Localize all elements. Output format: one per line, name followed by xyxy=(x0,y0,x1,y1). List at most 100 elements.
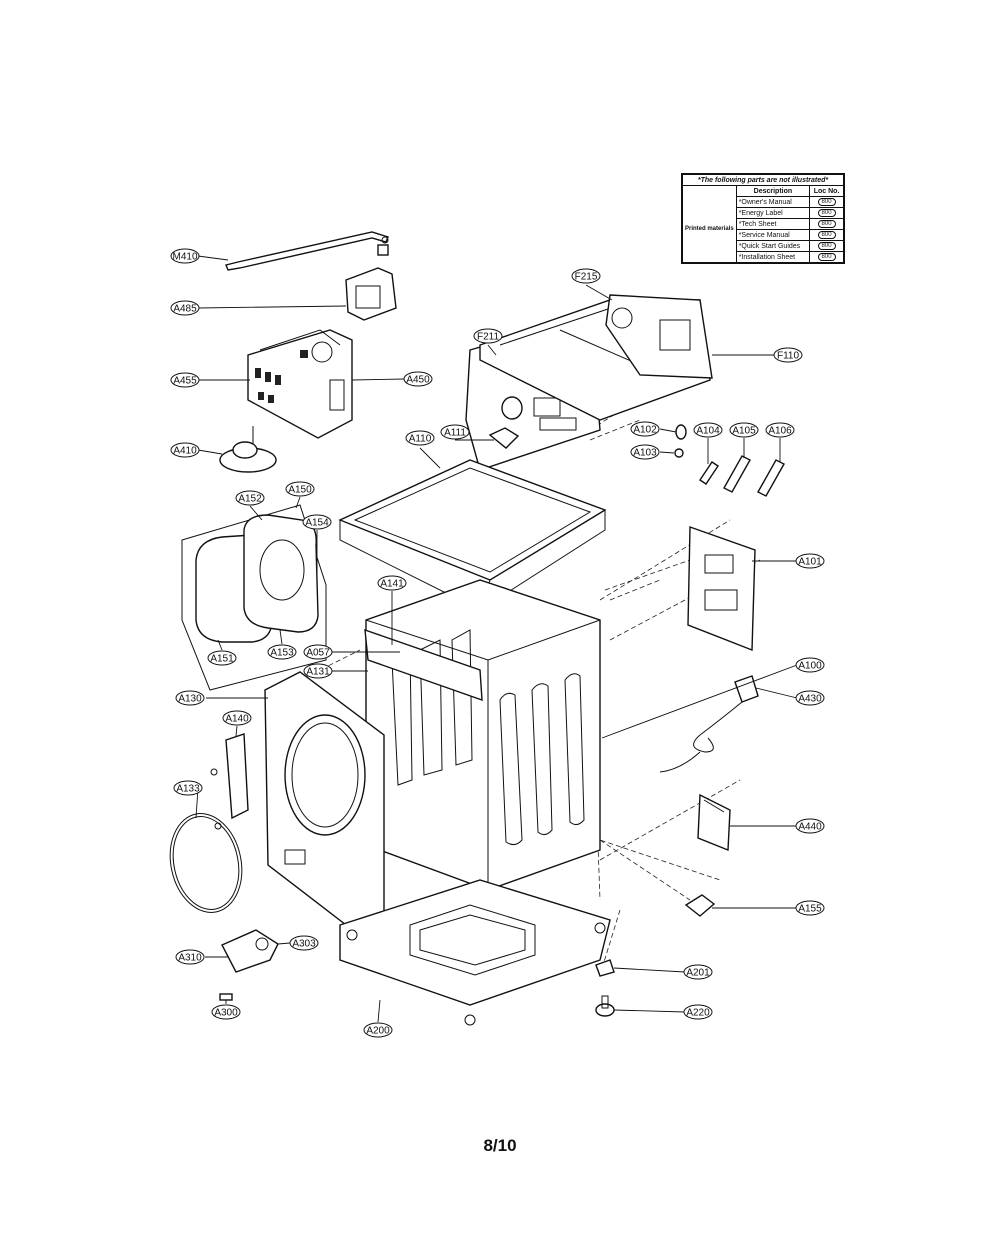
part-a111-hinge xyxy=(488,427,520,449)
callout-bubble xyxy=(175,690,205,706)
callout-bubble xyxy=(170,372,200,388)
callout-a300: A300 xyxy=(211,1004,241,1020)
callout-bubble xyxy=(207,650,237,666)
callout-text: A153 xyxy=(270,648,294,659)
part-m410-bracket-rod xyxy=(225,231,389,271)
part-a131-front-brace xyxy=(364,628,483,702)
callout-text: A485 xyxy=(173,304,197,315)
callout-a220: A220 xyxy=(683,1004,713,1020)
callout-text: A150 xyxy=(288,485,312,496)
callout-a106: A106 xyxy=(765,422,795,438)
table-row: *Energy Label xyxy=(735,207,811,219)
callout-bubble xyxy=(630,444,660,460)
callout-a150: A150 xyxy=(285,481,315,497)
callout-bubble xyxy=(630,421,660,437)
callout-text: A140 xyxy=(225,714,249,725)
callout-a133: A133 xyxy=(173,780,203,796)
callout-bubble xyxy=(303,663,333,679)
part-a410-pressure-switch xyxy=(219,426,277,473)
part-a110-top-plate xyxy=(338,459,607,611)
callout-text: A110 xyxy=(409,434,432,445)
unillustrated-parts-table: *The following parts are not illustrated… xyxy=(681,173,845,264)
callout-text: A152 xyxy=(238,494,262,505)
leader-lines xyxy=(195,255,798,1023)
callout-bubble xyxy=(795,900,825,916)
callout-bubble xyxy=(683,1004,713,1020)
page-number: 8/10 xyxy=(483,1136,517,1155)
callout-text: A111 xyxy=(444,428,466,439)
part-a485-module xyxy=(345,244,397,321)
callout-bubble xyxy=(267,644,297,660)
loc-badge: 800 xyxy=(817,231,836,239)
callout-a455: A455 xyxy=(170,372,200,388)
callout-text: A104 xyxy=(696,426,720,437)
part-f110-detergent-drawer xyxy=(479,294,713,421)
callout-a310: A310 xyxy=(175,949,205,965)
part-a101-rear-panel xyxy=(687,526,756,652)
callout-text: A410 xyxy=(173,446,197,457)
part-a130-front-panel xyxy=(264,671,385,929)
callout-a430: A430 xyxy=(795,690,825,706)
callout-bubble xyxy=(170,442,200,458)
callout-text: A440 xyxy=(798,822,822,833)
part-a455-a450-control-board xyxy=(247,329,353,439)
callout-a450: A450 xyxy=(403,371,433,387)
callout-bubble xyxy=(285,481,315,497)
callout-bubble xyxy=(729,422,759,438)
table-row: *Service Manual xyxy=(735,229,811,241)
callout-a131: A131 xyxy=(303,663,333,679)
callout-f110: F110 xyxy=(773,347,803,363)
callout-f215: F215 xyxy=(571,268,601,284)
loc-badge: 800 xyxy=(817,242,836,250)
callout-bubble xyxy=(773,347,803,363)
header-description: Description xyxy=(735,185,811,197)
table-row: *Tech Sheet xyxy=(735,218,811,230)
callout-bubble xyxy=(403,371,433,387)
callout-a102: A102 xyxy=(630,421,660,437)
callout-text: A106 xyxy=(768,426,792,437)
callout-a303: A303 xyxy=(289,935,319,951)
callout-text: F110 xyxy=(777,351,799,362)
callout-text: A430 xyxy=(798,694,822,705)
callout-text: A300 xyxy=(214,1008,238,1019)
callout-bubble xyxy=(175,949,205,965)
callout-text: A303 xyxy=(292,939,316,950)
callout-text: M410 xyxy=(172,252,197,263)
header-loc: Loc No. xyxy=(809,185,844,197)
callout-a105: A105 xyxy=(729,422,759,438)
part-a150-door-frame xyxy=(181,504,327,691)
callout-bubble xyxy=(377,575,407,591)
callout-bubble xyxy=(765,422,795,438)
callout-text: A154 xyxy=(305,518,329,529)
callout-text: A103 xyxy=(633,448,657,459)
part-a310-a303-pump-cover xyxy=(221,929,279,973)
callout-bubble xyxy=(473,328,503,344)
callout-a141: A141 xyxy=(377,575,407,591)
callout-text: A455 xyxy=(173,376,197,387)
callout-bubble xyxy=(795,553,825,569)
callout-a101: A101 xyxy=(795,553,825,569)
callout-bubble xyxy=(302,514,332,530)
callout-a155: A155 xyxy=(795,900,825,916)
callout-text: A310 xyxy=(178,953,202,964)
callout-a410: A410 xyxy=(170,442,200,458)
callout-text: A133 xyxy=(176,784,200,795)
callout-a485: A485 xyxy=(170,300,200,316)
callout-bubble xyxy=(170,300,200,316)
callout-bubble xyxy=(363,1022,393,1038)
callout-text: A151 xyxy=(210,654,234,665)
callout-bubble xyxy=(795,690,825,706)
callout-text: A450 xyxy=(406,375,430,386)
callout-text: A102 xyxy=(633,425,657,436)
callout-m410: M410 xyxy=(170,248,200,264)
table-title: *The following parts are not illustrated… xyxy=(682,174,844,186)
callout-text: F211 xyxy=(477,332,499,343)
callout-a140: A140 xyxy=(222,710,252,726)
callout-text: A155 xyxy=(798,904,822,915)
callout-a057: A057 xyxy=(303,644,333,660)
callout-a103: A103 xyxy=(630,444,660,460)
callout-text: A201 xyxy=(686,968,710,979)
part-a201-a220-feet xyxy=(595,959,615,1017)
callout-a200: A200 xyxy=(363,1022,393,1038)
